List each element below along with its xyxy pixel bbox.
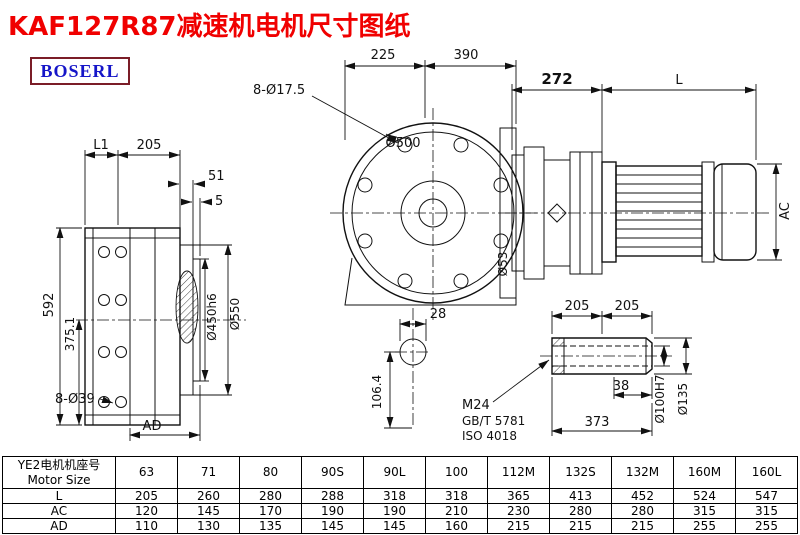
dim-500: Ø500 xyxy=(385,136,420,151)
dim-205a: 205 xyxy=(565,299,590,314)
motor-fins xyxy=(616,174,702,248)
row-label: AD xyxy=(2,518,116,534)
table-cell: 318 xyxy=(425,488,488,504)
table-cell: 190 xyxy=(363,503,426,519)
table-cell: 145 xyxy=(363,518,426,534)
table-cell: 160 xyxy=(425,518,488,534)
table-cell: 135 xyxy=(239,518,302,534)
motor-size-header-en: Motor Size xyxy=(27,472,91,487)
table-col-header: 160L xyxy=(735,456,798,489)
front-view-dimensions: 225 390 8-Ø17.5 Ø500 Ø53 28 106.4 xyxy=(253,48,517,429)
table-cell: 230 xyxy=(487,503,550,519)
table-col-header: 132M xyxy=(611,456,674,489)
table-col-header: 112M xyxy=(487,456,550,489)
shaft-end-diamond xyxy=(547,203,567,223)
dim-51: 51 xyxy=(208,169,225,184)
table-cell: 315 xyxy=(735,503,798,519)
table-cell: 280 xyxy=(611,503,674,519)
table-row-L: L 205 260 280 288 318 318 365 413 452 52… xyxy=(2,488,798,504)
dim-550: Ø550 xyxy=(228,298,242,330)
standard-gbt-label: GB/T 5781 xyxy=(462,414,525,428)
table-cell: 190 xyxy=(301,503,364,519)
table-cell: 110 xyxy=(115,518,178,534)
table-cell: 524 xyxy=(673,488,736,504)
dim-8xd39: 8-Ø39 xyxy=(55,392,95,407)
motor-size-table: YE2电机机座号 Motor Size 63 71 80 90S 90L 100… xyxy=(2,456,798,534)
dim-28: 28 xyxy=(430,307,447,322)
dim-450h6: Ø450h6 xyxy=(205,293,219,341)
table-col-header: 63 xyxy=(115,456,178,489)
table-col-header: 90S xyxy=(301,456,364,489)
dim-l1: L1 xyxy=(93,138,109,153)
row-label: L xyxy=(2,488,116,504)
dim-ac: AC xyxy=(778,202,793,220)
table-cell: 288 xyxy=(301,488,364,504)
table-cell: 280 xyxy=(549,503,612,519)
shaft-detail: 205 205 38 373 Ø100H7 Ø135 xyxy=(462,299,692,443)
table-col-header: 90L xyxy=(363,456,426,489)
dim-l-motor: L xyxy=(675,73,683,88)
table-cell: 145 xyxy=(177,503,240,519)
flange-bolt-holes xyxy=(357,137,509,289)
page-title: KAF127R87减速机电机尺寸图纸 xyxy=(8,12,411,42)
table-col-header: 80 xyxy=(239,456,302,489)
table-cell: 365 xyxy=(487,488,550,504)
mounting-bolt-holes xyxy=(98,246,127,408)
table-cell: 413 xyxy=(549,488,612,504)
table-header-row: YE2电机机座号 Motor Size 63 71 80 90S 90L 100… xyxy=(2,456,798,489)
table-cell: 280 xyxy=(239,488,302,504)
row-label: AC xyxy=(2,503,116,519)
dim-375: 375.1 xyxy=(63,317,77,351)
dim-373: 373 xyxy=(585,415,610,430)
table-cell: 170 xyxy=(239,503,302,519)
thread-label: M24 xyxy=(462,398,490,413)
table-col-header: 160M xyxy=(673,456,736,489)
dim-ad: AD xyxy=(143,419,162,434)
table-cell: 452 xyxy=(611,488,674,504)
table-cell: 255 xyxy=(735,518,798,534)
table-col-header: 71 xyxy=(177,456,240,489)
side-view xyxy=(76,227,246,426)
table-cell: 130 xyxy=(177,518,240,534)
dim-38: 38 xyxy=(613,379,630,394)
dim-135: Ø135 xyxy=(676,383,690,415)
dim-592: 592 xyxy=(42,293,57,318)
side-view-dimensions: L1 205 51 5 592 375.1 8-Ø39 AD xyxy=(42,138,242,441)
motor-side-view xyxy=(505,146,770,280)
shaft-bore-hatch xyxy=(175,270,199,344)
dim-100h7: Ø100H7 xyxy=(653,374,667,423)
dim-53: Ø53 xyxy=(496,252,510,277)
dim-225: 225 xyxy=(371,48,396,63)
technical-drawing: L1 205 51 5 592 375.1 8-Ø39 AD xyxy=(42,48,793,443)
table-cell: 260 xyxy=(177,488,240,504)
table-cell: 145 xyxy=(301,518,364,534)
dim-205: 205 xyxy=(137,138,162,153)
fan-cowl xyxy=(713,163,757,261)
dim-5: 5 xyxy=(215,194,223,209)
dim-106: 106.4 xyxy=(370,375,384,409)
dim-205b: 205 xyxy=(615,299,640,314)
motor-size-header: YE2电机机座号 Motor Size xyxy=(2,456,116,489)
table-col-header: 100 xyxy=(425,456,488,489)
table-col-header: 132S xyxy=(549,456,612,489)
standard-iso-label: ISO 4018 xyxy=(462,429,517,443)
dim-8xd17: 8-Ø17.5 xyxy=(253,83,305,98)
table-cell: 215 xyxy=(611,518,674,534)
table-cell: 120 xyxy=(115,503,178,519)
table-row-AD: AD 110 130 135 145 145 160 215 215 215 2… xyxy=(2,518,798,534)
table-row-AC: AC 120 145 170 190 190 210 230 280 280 3… xyxy=(2,503,798,519)
table-cell: 255 xyxy=(673,518,736,534)
brand-logo: BOSERL xyxy=(30,57,130,85)
table-cell: 547 xyxy=(735,488,798,504)
motor-dimensions: 272 L AC xyxy=(511,70,793,261)
dim-390: 390 xyxy=(454,48,479,63)
table-cell: 205 xyxy=(115,488,178,504)
dim-272: 272 xyxy=(541,70,572,88)
table-cell: 210 xyxy=(425,503,488,519)
table-cell: 315 xyxy=(673,503,736,519)
table-cell: 318 xyxy=(363,488,426,504)
motor-size-header-cn: YE2电机机座号 xyxy=(17,458,101,473)
table-cell: 215 xyxy=(549,518,612,534)
table-cell: 215 xyxy=(487,518,550,534)
